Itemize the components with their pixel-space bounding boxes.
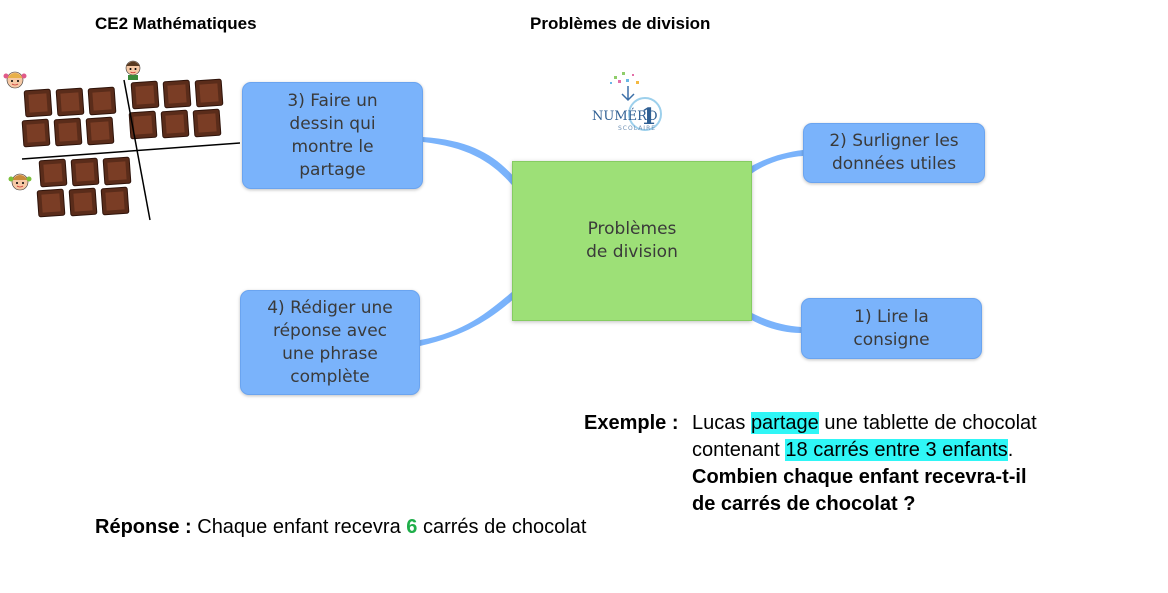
chocolate-square-shine xyxy=(41,193,61,213)
connector-step4 xyxy=(420,292,515,346)
highlight-keyword: partage xyxy=(750,412,819,434)
chocolate-square-shine xyxy=(43,163,63,183)
example-block: Exemple : Lucas partage une tablette de … xyxy=(584,410,1144,518)
node-line: consigne xyxy=(853,329,930,350)
chocolate-square-shine xyxy=(167,84,187,104)
chocolate-square-shine xyxy=(26,123,46,143)
example-label: Exemple : xyxy=(584,412,679,434)
chocolate-square-shine xyxy=(92,91,112,111)
central-line: Problèmes xyxy=(587,219,677,239)
logo-subtext: SCOLAIRE xyxy=(618,125,656,132)
chocolate-square-shine xyxy=(75,162,95,182)
divider-line xyxy=(21,142,240,160)
answer-number: 6 xyxy=(406,516,418,538)
numero1-logo: NUMÉRO 1 SCOLAIRE xyxy=(592,72,662,132)
node-line: dessin qui xyxy=(289,113,376,134)
central-topic: Problèmes de division xyxy=(512,161,752,321)
example-line-2: contenant 18 carrés entre 3 enfants. xyxy=(692,437,1144,464)
logo-text: NUMÉRO xyxy=(592,108,658,124)
connector-step2 xyxy=(748,150,803,174)
chocolate-square-shine xyxy=(58,122,78,142)
node-line: 1) Lire la xyxy=(854,306,929,327)
chocolate-square-shine xyxy=(133,115,153,135)
answer-block: Réponse : Chaque enfant recevra 6 carrés… xyxy=(95,514,586,541)
example-text: Lucas xyxy=(692,412,751,434)
chocolate-square-shine xyxy=(135,85,155,105)
node-line: une phrase xyxy=(282,343,378,364)
node-line: complète xyxy=(290,366,370,387)
connector-step3 xyxy=(423,137,515,185)
example-text: une tablette de chocolat xyxy=(818,412,1037,434)
child-icon xyxy=(3,71,27,89)
highlight-data: 18 carrés entre 3 enfants xyxy=(785,439,1008,461)
subject-title: CE2 Mathématiques xyxy=(95,14,257,33)
chocolate-sharing-illustration xyxy=(3,60,240,221)
example-line-1: Lucas partage une tablette de chocolat xyxy=(692,410,1144,437)
logo-number: 1 xyxy=(641,104,656,130)
step3-node: 3) Faire un dessin qui montre le partage xyxy=(242,82,423,189)
question-line-1: Combien chaque enfant recevra-t-il xyxy=(692,466,1027,488)
step2-node: 2) Surligner les données utiles xyxy=(803,123,985,183)
chocolate-square-shine xyxy=(199,83,219,103)
chocolate-square-shine xyxy=(105,191,125,211)
step1-node: 1) Lire la consigne xyxy=(801,298,982,359)
example-text: contenant xyxy=(692,439,786,461)
logo-circle xyxy=(628,97,662,131)
question-line-2: de carrés de chocolat ? xyxy=(692,493,916,515)
answer-text: Chaque enfant recevra xyxy=(191,516,407,538)
node-line: réponse avec xyxy=(272,320,388,341)
chocolate-square-shine xyxy=(28,93,48,113)
page-title: Problèmes de division xyxy=(530,14,711,33)
chocolate-square-shine xyxy=(197,113,217,133)
connector-step1 xyxy=(748,312,801,333)
node-line: 2) Surligner les xyxy=(829,131,959,151)
child-icon xyxy=(8,173,32,191)
answer-label: Réponse : xyxy=(95,516,192,538)
node-line: partage xyxy=(299,159,366,180)
chocolate-square-shine xyxy=(60,92,80,112)
chocolate-square-shine xyxy=(107,161,127,181)
node-line: données utiles xyxy=(831,154,957,174)
node-line: montre le xyxy=(291,136,374,157)
node-line: 4) Rédiger une xyxy=(267,297,393,318)
example-text: . xyxy=(1007,439,1014,461)
node-line: 3) Faire un xyxy=(287,90,378,111)
chocolate-square-shine xyxy=(90,121,110,141)
chocolate-square-shine xyxy=(165,114,185,134)
chocolate-square-shine xyxy=(73,192,93,212)
child-icon xyxy=(125,60,141,80)
answer-text: carrés de chocolat xyxy=(417,516,587,538)
central-line: de division xyxy=(586,242,678,262)
step4-node: 4) Rédiger une réponse avec une phrase c… xyxy=(240,290,420,395)
